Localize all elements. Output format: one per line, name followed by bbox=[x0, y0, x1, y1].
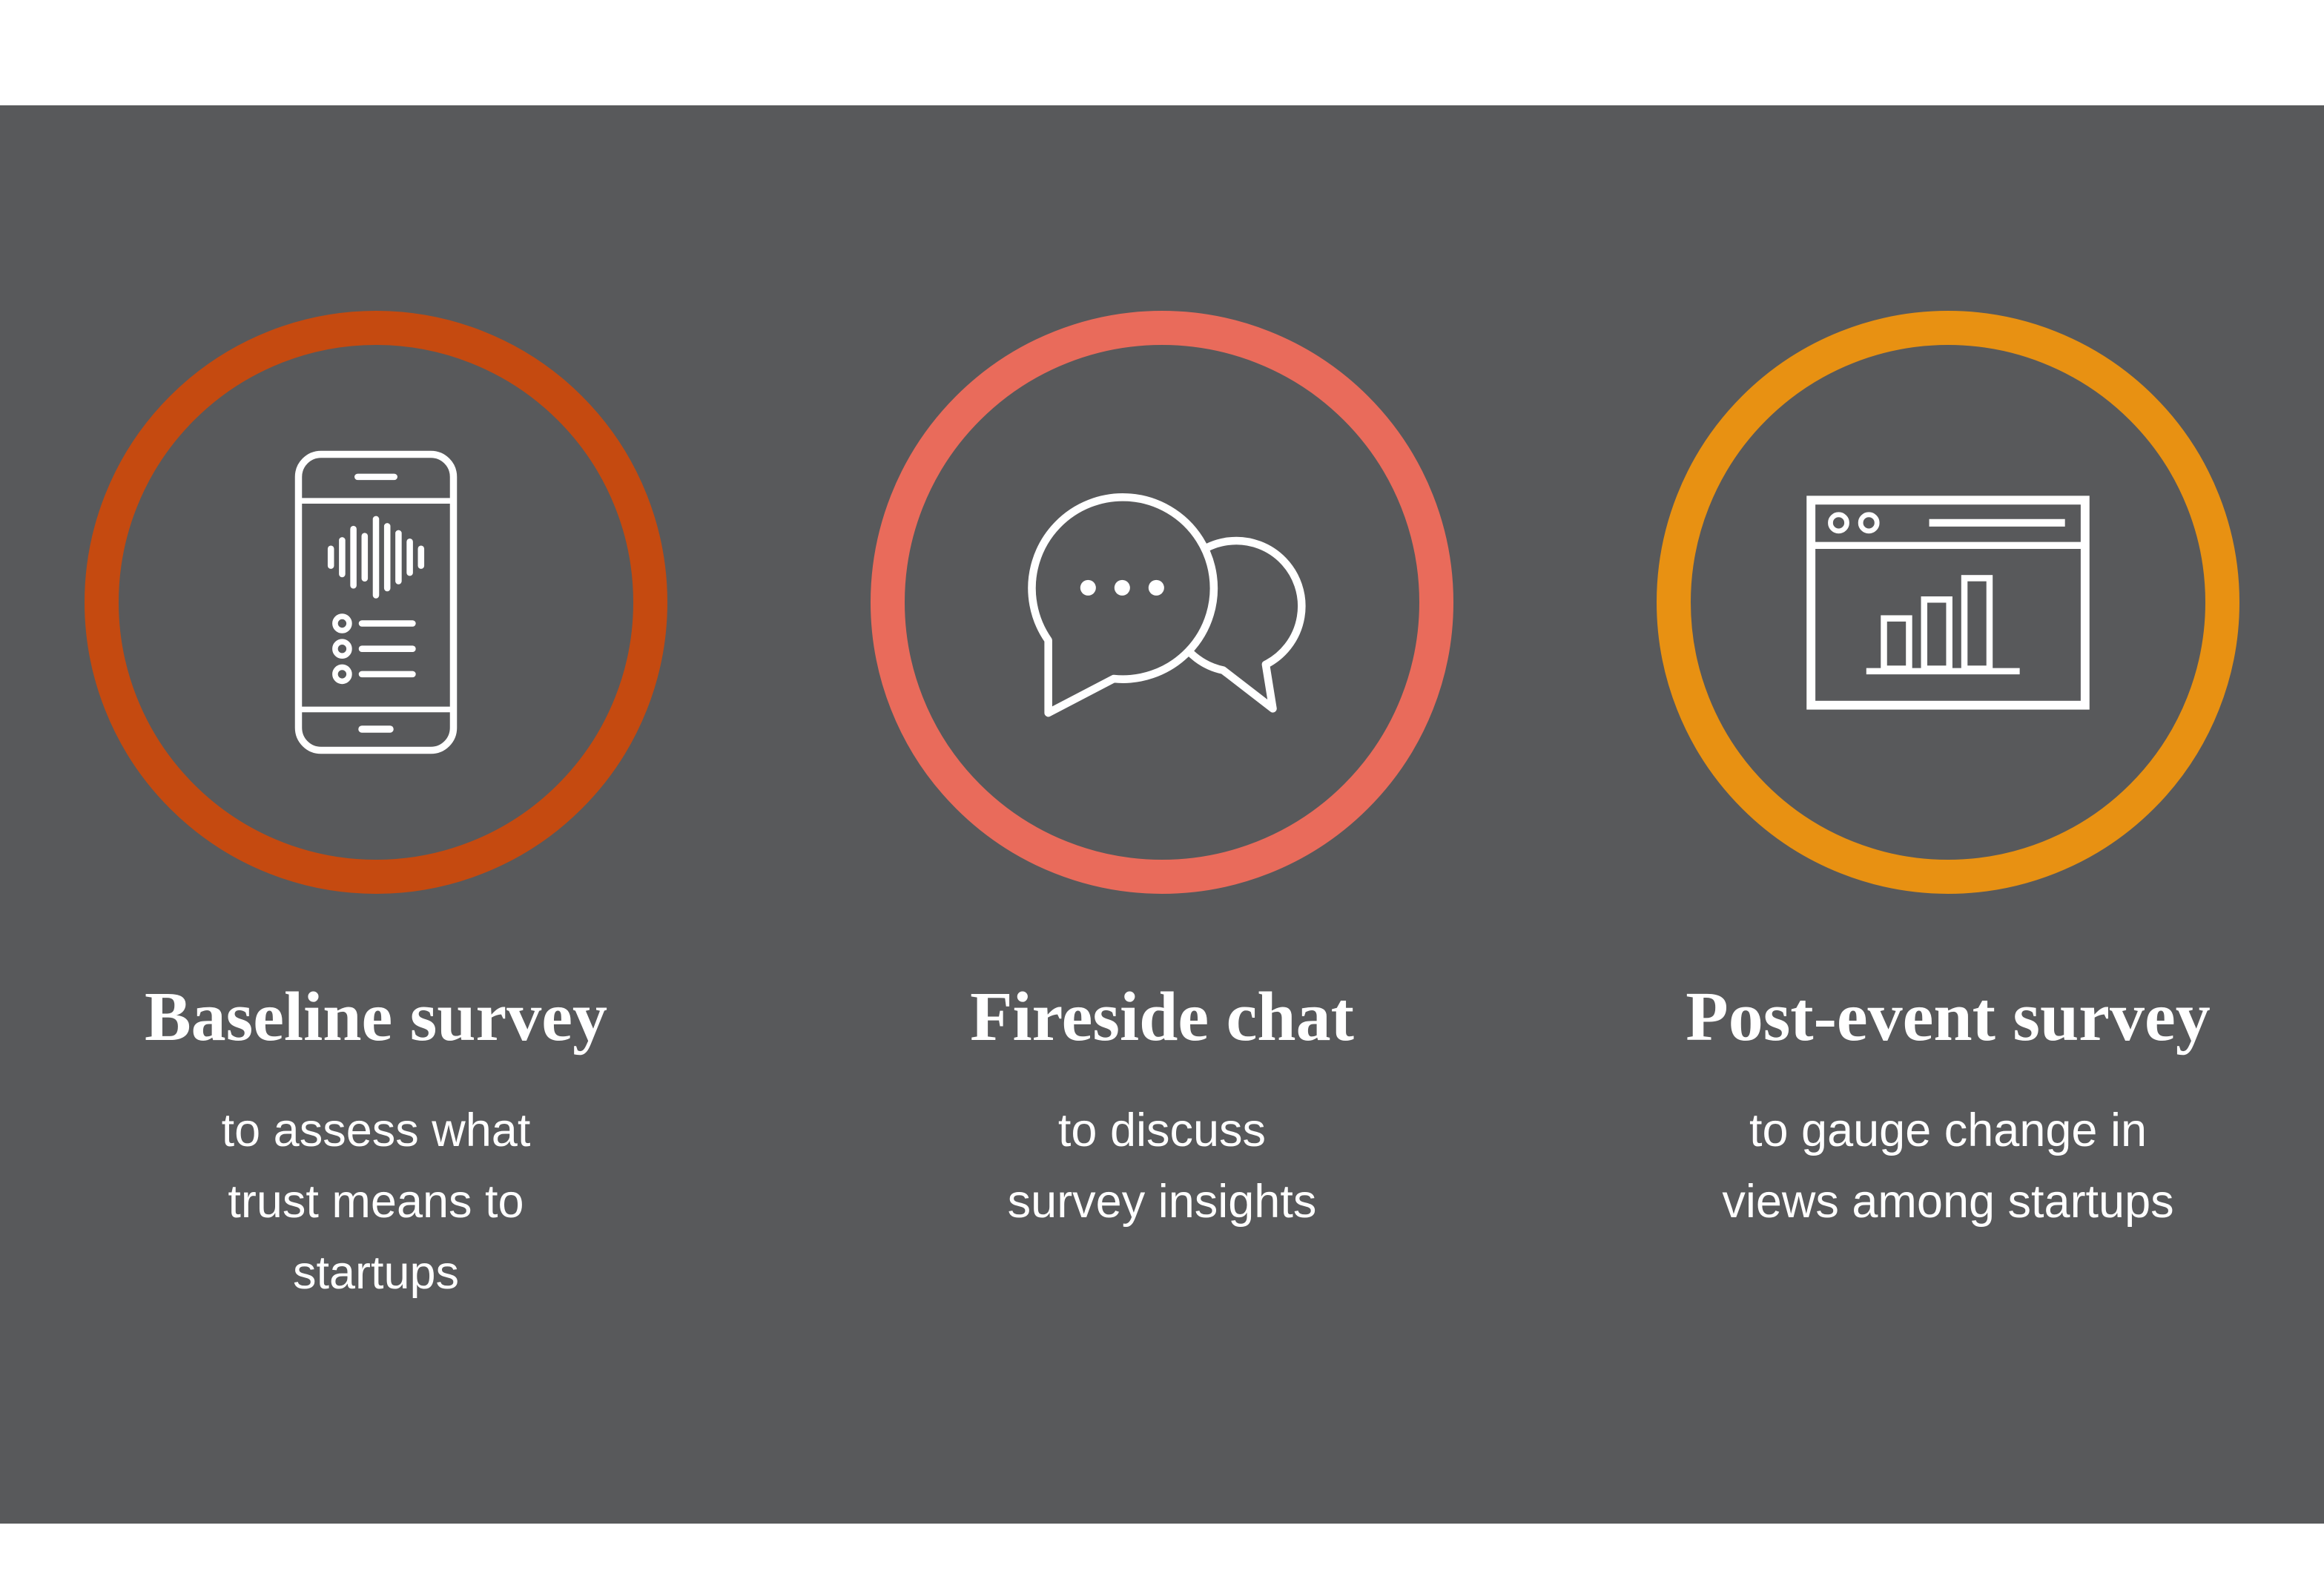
browser-bar-chart-icon bbox=[1806, 495, 2090, 710]
post-event-survey-ring bbox=[1657, 311, 2239, 894]
step-title: Post-event survey bbox=[1686, 978, 2211, 1056]
bottom-white-band bbox=[0, 1524, 2324, 1577]
top-white-band bbox=[0, 0, 2324, 105]
step-fireside-chat: Fireside chat to discuss survey insights bbox=[828, 311, 1496, 1308]
fireside-chat-ring bbox=[871, 311, 1453, 894]
mobile-survey-icon bbox=[294, 450, 458, 754]
step-title: Fireside chat bbox=[970, 978, 1354, 1056]
dark-panel: Baseline survey to assess what trust mea… bbox=[0, 105, 2324, 1524]
step-baseline-survey: Baseline survey to assess what trust mea… bbox=[42, 311, 710, 1308]
step-subtitle: to assess what trust means to startups bbox=[221, 1104, 531, 1299]
steps-row: Baseline survey to assess what trust mea… bbox=[0, 105, 2324, 1308]
step-subtitle: to gauge change in views among startups bbox=[1722, 1104, 2174, 1228]
step-post-event-survey: Post-event survey to gauge change in vie… bbox=[1614, 311, 2282, 1308]
step-title: Baseline survey bbox=[144, 978, 608, 1056]
step-subtitle: to discuss survey insights bbox=[1007, 1104, 1317, 1228]
chat-bubbles-icon bbox=[1028, 493, 1306, 717]
baseline-survey-ring bbox=[85, 311, 667, 894]
